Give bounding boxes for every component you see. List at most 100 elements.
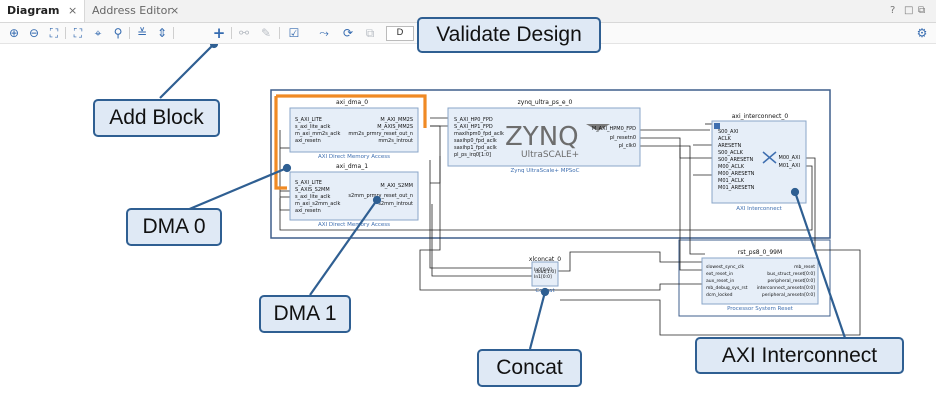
- view-select-label: D: [396, 28, 404, 38]
- svg-text:In1[0:0]: In1[0:0]: [534, 274, 552, 280]
- svg-text:s2mm_prmry_reset_out_n: s2mm_prmry_reset_out_n: [348, 193, 413, 199]
- svg-text:S00_ACLK: S00_ACLK: [718, 150, 744, 156]
- properties-icon[interactable]: ✎: [260, 26, 272, 40]
- highlight-path: [274, 94, 427, 190]
- svg-text:maxihpm0_fpd_aclk: maxihpm0_fpd_aclk: [454, 131, 504, 137]
- tab-diagram[interactable]: Diagram ×: [0, 0, 85, 22]
- add-icon[interactable]: +: [212, 24, 226, 42]
- svg-text:S_AXI_LITE: S_AXI_LITE: [295, 180, 322, 186]
- svg-text:M_AXIS_MM2S: M_AXIS_MM2S: [377, 124, 413, 130]
- callout-dma1: DMA 1: [259, 295, 351, 333]
- tab-address-editor[interactable]: Address Editor ×: [85, 0, 183, 22]
- svg-text:pl_resetn0: pl_resetn0: [610, 135, 636, 141]
- svg-text:AXI Interconnect: AXI Interconnect: [736, 206, 782, 212]
- route-icon[interactable]: ⤳: [319, 26, 329, 40]
- block-axi-dma-1-title: axi_dma_1: [336, 163, 368, 170]
- zoom-out-icon[interactable]: ⊖: [28, 26, 40, 40]
- svg-text:aux_reset_in: aux_reset_in: [706, 278, 734, 284]
- regenerate-icon[interactable]: ⟳: [342, 26, 354, 40]
- tab-address-editor-label: Address Editor: [92, 4, 172, 17]
- svg-text:S00_ARESETN: S00_ARESETN: [718, 157, 753, 163]
- block-axi-dma-0-title: axi_dma_0: [336, 99, 368, 106]
- svg-text:slowest_sync_clk: slowest_sync_clk: [706, 264, 744, 270]
- callout-leaders: [159, 37, 847, 350]
- crossbar-icon: [762, 151, 777, 164]
- svg-text:axi_interconnect_0: axi_interconnect_0: [732, 113, 789, 120]
- zynq-logo-sub: UltraSCALE+: [521, 150, 579, 160]
- restore-icon[interactable]: □: [904, 5, 914, 16]
- svg-text:m_axi_s2mm_aclk: m_axi_s2mm_aclk: [295, 201, 341, 207]
- help-icon[interactable]: ?: [890, 5, 896, 16]
- callout-dma0: DMA 0: [126, 208, 222, 246]
- search-icon[interactable]: ⚲: [113, 26, 123, 40]
- block-axi-dma-1: axi_dma_1 S_AXI_LITE S_AXIS_S2MM s_axi_l…: [289, 163, 419, 228]
- svg-text:S_AXI_HP1_FPD: S_AXI_HP1_FPD: [454, 124, 493, 130]
- callout-concat: Concat: [477, 349, 582, 387]
- svg-text:pl_ps_irq0[1:0]: pl_ps_irq0[1:0]: [454, 152, 491, 158]
- expand-icon[interactable]: ⇕: [156, 26, 168, 40]
- block-axi-dma-0: axi_dma_0 S_AXI_LITE s_axi_lite_aclk m_a…: [289, 99, 419, 160]
- svg-text:M00_ARESETN: M00_ARESETN: [718, 171, 755, 177]
- nets: [279, 117, 861, 336]
- svg-text:In0[0:0]: In0[0:0]: [534, 267, 552, 273]
- svg-text:rst_ps8_0_99M: rst_ps8_0_99M: [738, 249, 782, 256]
- svg-text:M_AXI_MM2S: M_AXI_MM2S: [380, 117, 413, 123]
- svg-text:ext_reset_in: ext_reset_in: [706, 271, 733, 277]
- svg-text:dout[1:0]: dout[1:0]: [535, 269, 556, 275]
- svg-text:bus_struct_reset[0:0]: bus_struct_reset[0:0]: [767, 271, 815, 277]
- callout-axi-interconnect: AXI Interconnect: [695, 337, 904, 374]
- svg-text:dcm_locked: dcm_locked: [706, 292, 733, 298]
- settings-icon[interactable]: ⚙: [916, 26, 928, 40]
- block-axi-interconnect-0: axi_interconnect_0 S00_AXI ACLK ARESETN …: [711, 113, 807, 212]
- svg-text:mm2s_introut: mm2s_introut: [378, 138, 413, 144]
- svg-text:peripheral_reset[0:0]: peripheral_reset[0:0]: [768, 278, 816, 284]
- svg-text:AXI Direct Memory Access: AXI Direct Memory Access: [318, 222, 390, 228]
- collapse-icon[interactable]: ≚: [136, 26, 148, 40]
- view-select[interactable]: D: [386, 26, 414, 41]
- svg-text:M_AXI_HPM0_FPD: M_AXI_HPM0_FPD: [592, 126, 636, 132]
- zoom-in-icon[interactable]: ⊕: [8, 26, 20, 40]
- svg-text:s_axi_lite_aclk: s_axi_lite_aclk: [295, 124, 331, 130]
- svg-text:interconnect_aresetn[0:0]: interconnect_aresetn[0:0]: [757, 285, 816, 291]
- make-connection-icon[interactable]: ⚯: [238, 26, 250, 40]
- close-icon[interactable]: ×: [170, 4, 180, 17]
- svg-text:axi_resetn: axi_resetn: [295, 208, 321, 214]
- block-zynq-ultra-ps-e-0: zynq_ultra_ps_e_0 S_AXI_HP0_FPD S_AXI_HP…: [447, 99, 641, 174]
- copy-icon[interactable]: ⧉: [365, 26, 375, 40]
- svg-text:saxihp1_fpd_aclk: saxihp1_fpd_aclk: [454, 145, 497, 151]
- validate-icon[interactable]: ☑: [288, 26, 300, 40]
- svg-text:mb_reset: mb_reset: [794, 264, 815, 270]
- svg-text:s2mm_introut: s2mm_introut: [378, 201, 413, 207]
- tab-diagram-label: Diagram: [7, 4, 60, 17]
- center-icon[interactable]: ⌖: [94, 26, 102, 40]
- svg-text:ACLK: ACLK: [718, 136, 732, 142]
- svg-text:M01_ARESETN: M01_ARESETN: [718, 185, 755, 191]
- svg-text:S_AXIS_S2MM: S_AXIS_S2MM: [295, 187, 330, 193]
- zoom-area-icon[interactable]: ⛶: [73, 26, 83, 40]
- svg-text:s_axi_lite_aclk: s_axi_lite_aclk: [295, 194, 331, 200]
- svg-text:S_AXI_LITE: S_AXI_LITE: [295, 117, 322, 123]
- block-design-svg: axi_dma_0 S_AXI_LITE s_axi_lite_aclk m_a…: [159, 37, 861, 350]
- close-icon[interactable]: ×: [68, 4, 78, 17]
- svg-text:AXI Direct Memory Access: AXI Direct Memory Access: [318, 154, 390, 160]
- hierarchy-frame-rst: [678, 239, 831, 317]
- svg-text:saxihp0_fpd_aclk: saxihp0_fpd_aclk: [454, 138, 497, 144]
- maximize-icon[interactable]: ⧉: [918, 5, 926, 16]
- svg-text:M00_ACLK: M00_ACLK: [718, 164, 745, 170]
- svg-text:pl_clk0: pl_clk0: [619, 143, 636, 149]
- svg-text:axi_resetn: axi_resetn: [295, 138, 321, 144]
- svg-text:mb_debug_sys_rst: mb_debug_sys_rst: [706, 285, 748, 291]
- fit-icon[interactable]: ⛶: [49, 26, 59, 40]
- svg-text:M_AXI_S2MM: M_AXI_S2MM: [380, 183, 413, 189]
- zynq-logo: ZYNQ: [505, 122, 579, 152]
- svg-text:S00_AXI: S00_AXI: [718, 129, 738, 135]
- svg-text:m_axi_mm2s_aclk: m_axi_mm2s_aclk: [295, 131, 341, 137]
- svg-text:M00_AXI: M00_AXI: [779, 155, 801, 161]
- hierarchy-frame-top: [270, 89, 831, 239]
- svg-text:zynq_ultra_ps_e_0: zynq_ultra_ps_e_0: [518, 99, 573, 106]
- svg-text:M01_ACLK: M01_ACLK: [718, 178, 745, 184]
- svg-text:M01_AXI: M01_AXI: [779, 163, 801, 169]
- svg-text:xlconcat_0: xlconcat_0: [529, 256, 561, 263]
- block-rst-ps8-0-99m: rst_ps8_0_99M slowest_sync_clk ext_reset…: [701, 249, 819, 312]
- callout-add-block: Add Block: [93, 99, 220, 137]
